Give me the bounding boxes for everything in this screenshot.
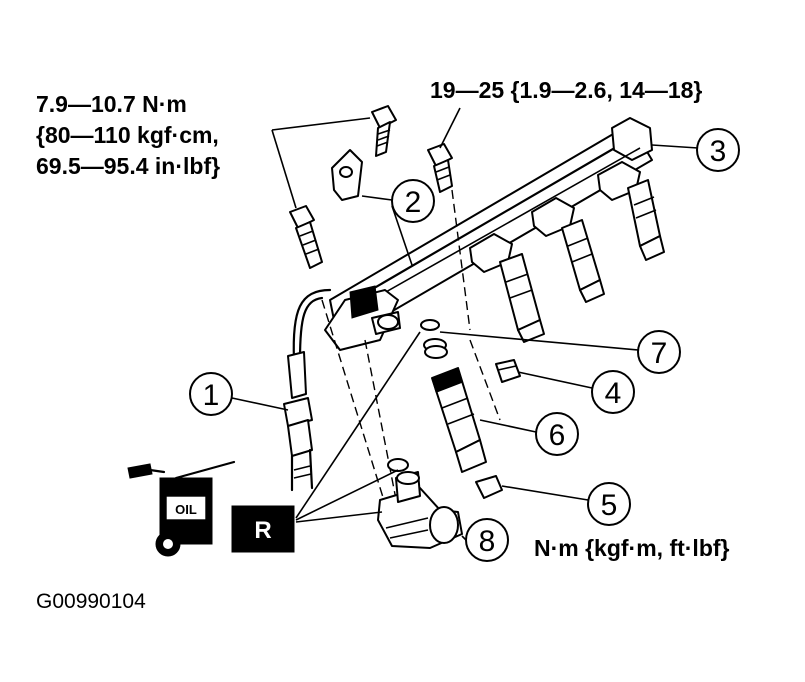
torque-units: N·m {kgf·m, ft·lbf} <box>534 535 730 561</box>
rail-left-bracket <box>324 285 401 351</box>
fuel-injector-loose <box>431 367 487 473</box>
torque-bolt-3: 19—25 {1.9—2.6, 14—18} <box>430 77 702 103</box>
svg-text:6: 6 <box>549 419 566 452</box>
torque-bolt-2-line2: {80—110 kgf·cm, <box>36 122 219 148</box>
svg-text:5: 5 <box>601 489 618 522</box>
injector-o-ring <box>420 319 448 359</box>
replace-marker-label: R <box>254 517 271 544</box>
replace-part-icon <box>231 505 295 553</box>
mounted-injectors <box>499 179 665 343</box>
callout-2: 2 <box>361 179 435 266</box>
callout-1: 1 <box>189 372 289 416</box>
svg-text:2: 2 <box>405 186 422 219</box>
replace-leader-lines <box>295 331 421 523</box>
injector-cap <box>495 359 521 383</box>
alignment-lines <box>321 189 501 521</box>
torque-bolt-2-line3: 69.5—95.4 in·lbf} <box>36 153 220 179</box>
rail-bolt-upper <box>371 105 397 157</box>
callout-8: 8 <box>461 518 509 562</box>
svg-text:4: 4 <box>605 377 622 410</box>
callout-7: 7 <box>439 330 681 374</box>
figure-code: G00990104 <box>36 590 146 613</box>
fuel-pipe-clip <box>331 149 363 201</box>
rail-bolt-left <box>289 205 323 269</box>
svg-text:1: 1 <box>203 379 220 412</box>
svg-text:8: 8 <box>479 525 496 558</box>
insulator-grommet <box>475 475 503 499</box>
callout-6: 6 <box>479 412 579 456</box>
oil-can-label: OIL <box>175 502 197 517</box>
svg-text:7: 7 <box>651 337 668 370</box>
torque-bolt-2-line1: 7.9—10.7 N·m <box>36 91 187 117</box>
fuel-line <box>283 288 332 492</box>
oil-can-icon <box>127 460 236 557</box>
svg-text:3: 3 <box>710 135 727 168</box>
callout-3: 3 <box>651 128 740 172</box>
callout-5: 5 <box>501 482 631 526</box>
injector-holder <box>377 458 463 549</box>
torque-leader-lines <box>271 107 461 209</box>
rail-bolt-center <box>427 143 453 193</box>
callout-4: 4 <box>517 370 635 414</box>
